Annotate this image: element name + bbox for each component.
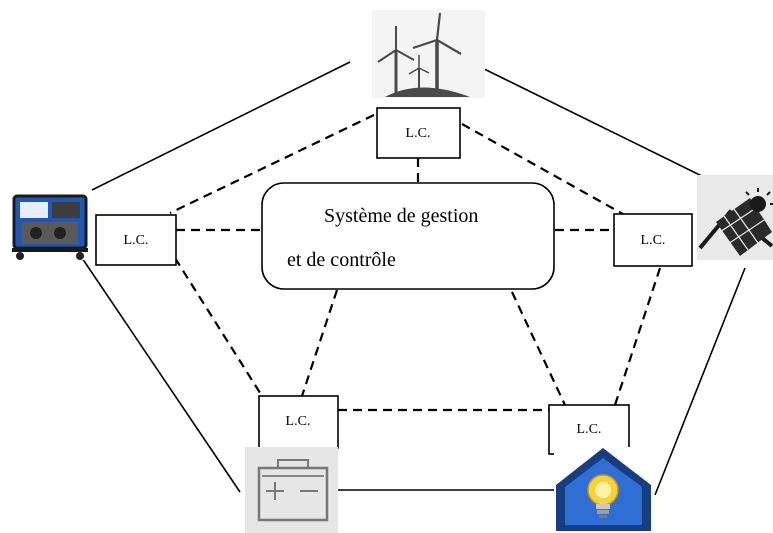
wind-turbines-icon bbox=[372, 10, 485, 98]
central-system-title-line2: et de contrôle bbox=[287, 249, 396, 271]
local-controller-solar: L.C. bbox=[613, 213, 693, 267]
power-links bbox=[79, 61, 746, 496]
lightbulb-house-icon bbox=[554, 447, 653, 533]
central-system-title-line1: Système de gestion bbox=[324, 205, 478, 227]
local-controller-load: L.C. bbox=[548, 404, 630, 455]
control-links bbox=[169, 114, 662, 412]
lc-label-load: L.C. bbox=[577, 422, 602, 437]
lc-label-battery: L.C. bbox=[286, 414, 311, 429]
lc-label-wind: L.C. bbox=[406, 126, 431, 141]
local-controller-generator: L.C. bbox=[95, 214, 177, 266]
battery-icon bbox=[245, 447, 338, 533]
solar-panel-house-icon bbox=[697, 175, 773, 260]
lc-label-generator: L.C. bbox=[124, 233, 149, 248]
local-controller-wind: L.C. bbox=[376, 107, 461, 159]
local-controller-battery: L.C. bbox=[258, 395, 339, 449]
lc-label-solar: L.C. bbox=[641, 233, 666, 248]
diesel-generator-icon bbox=[10, 190, 92, 260]
central-system-box bbox=[261, 182, 555, 290]
